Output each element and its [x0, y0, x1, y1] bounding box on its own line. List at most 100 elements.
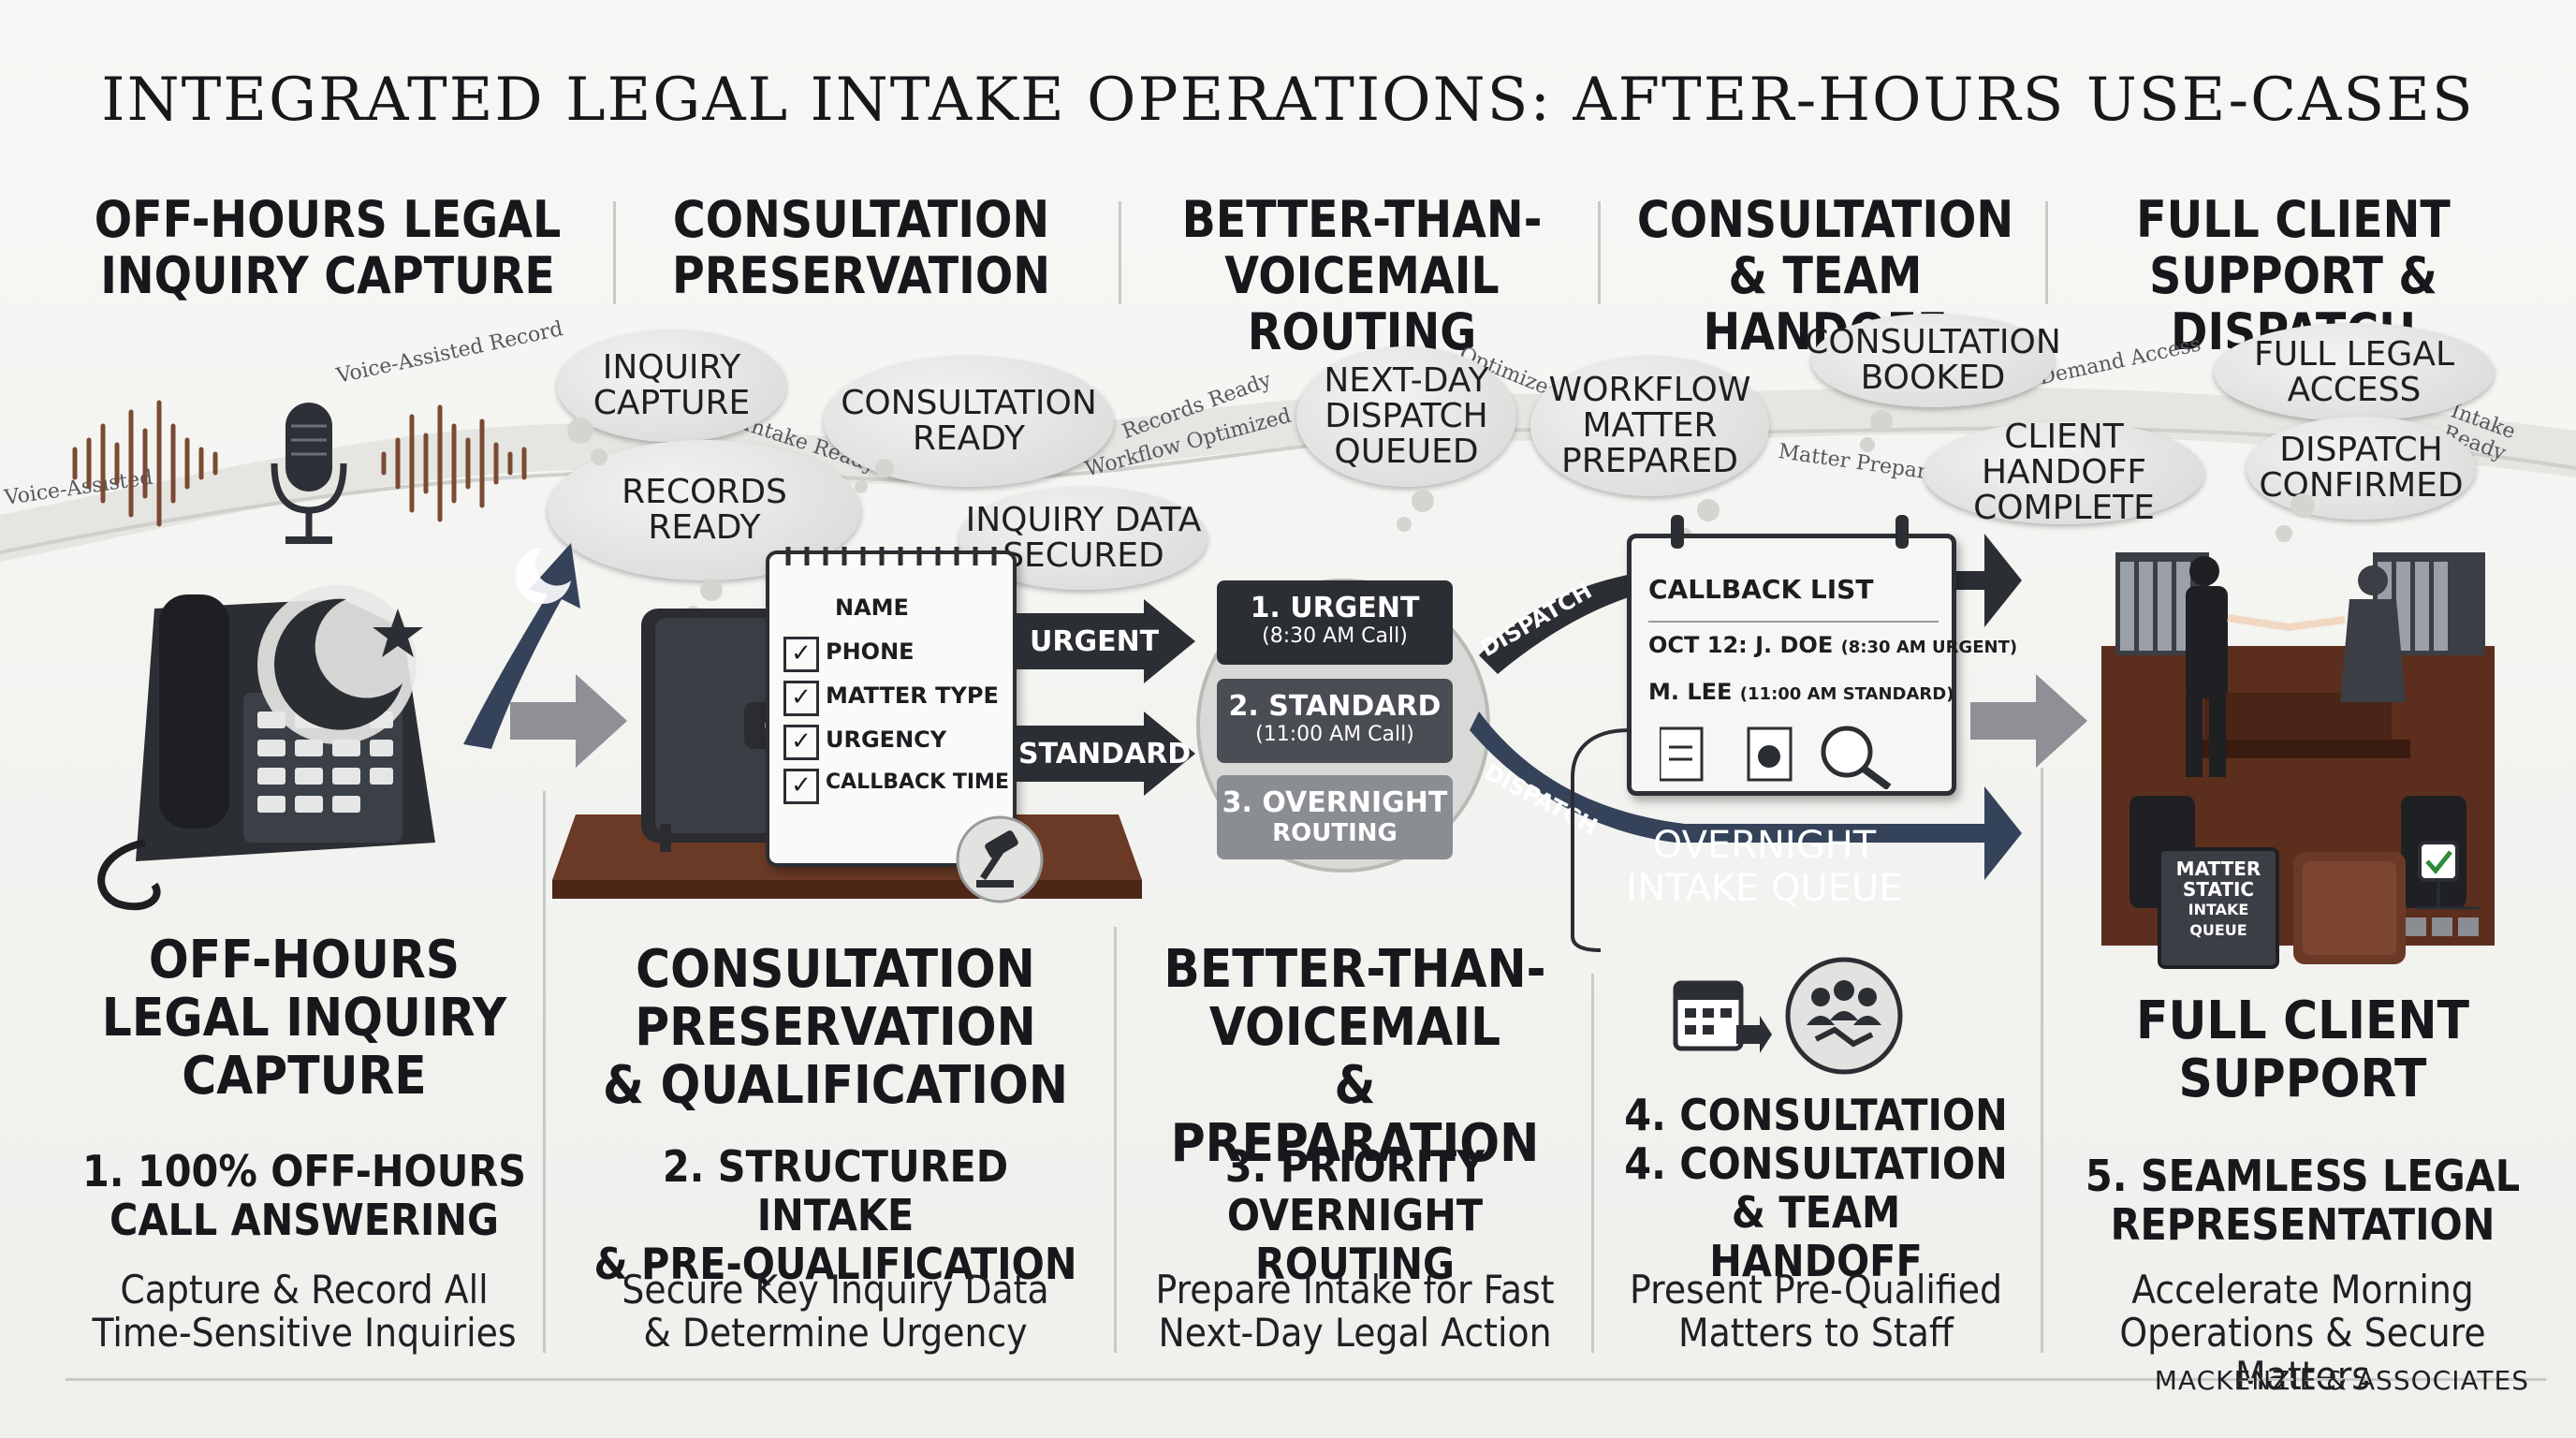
bubble-text: BOOKED: [1860, 359, 2006, 397]
briefcase-workflow-icon: [2293, 841, 2481, 964]
section-divider: [1114, 927, 1117, 1353]
desc-line: Operations & Secure Matters: [2119, 1310, 2486, 1399]
header-line: FULL CLIENT: [2136, 190, 2451, 249]
header-line: PRESERVATION: [671, 246, 1051, 305]
bottom-rule: [66, 1378, 2546, 1381]
section-2-description: Secure Key Inquiry Data & Determine Urge…: [589, 1269, 1082, 1355]
section-1-subtitle: 1. 100% OFF-HOURS CALL ANSWERING: [56, 1147, 553, 1244]
queue-line: OVERNIGHT: [1652, 824, 1877, 867]
checklist-item-urgency: URGENCY: [826, 726, 947, 753]
bubble-text: RECORDS: [622, 473, 787, 511]
bubble-text: CLIENT HANDOFF: [1981, 418, 2147, 492]
sub-line: 5. SEAMLESS LEGAL: [2085, 1151, 2521, 1201]
header-off-hours: OFF-HOURS LEGAL INQUIRY CAPTURE: [89, 192, 566, 304]
header-full-support: FULL CLIENT SUPPORT & DISPATCH: [2071, 192, 2515, 360]
checklist-item-name: NAME: [835, 594, 909, 621]
sub-line: REPRESENTATION: [2110, 1199, 2496, 1250]
bubble-text: CONFIRMED: [2259, 466, 2464, 505]
desc-line: Capture & Record All: [120, 1267, 489, 1313]
stack-item-urgent: 1. URGENT (8:30 AM Call): [1217, 580, 1453, 665]
section-1-description: Capture & Record All Time-Sensitive Inqu…: [48, 1269, 562, 1355]
desc-line: Next-Day Legal Action: [1158, 1310, 1552, 1356]
header-divider: [1598, 201, 1601, 304]
stack-sub: (8:30 AM Call): [1262, 624, 1408, 648]
bubble-text: SECURED: [1003, 536, 1164, 575]
sub-line: 4. CONSULTATION: [1624, 1138, 2008, 1189]
desc-line: Present Pre-Qualified: [1630, 1267, 2002, 1313]
header-consultation: CONSULTATION PRESERVATION: [647, 192, 1076, 304]
section-divider: [543, 791, 546, 1353]
matter-book-icon: MATTER STATIC INTAKE QUEUE: [2158, 847, 2279, 969]
gavel-icon: [956, 815, 1044, 903]
section-divider: [2041, 768, 2043, 1353]
bubble-text: CONSULTATION: [1805, 323, 2061, 361]
checkbox-icon: ✓: [783, 725, 819, 760]
bubble-text: READY: [648, 508, 761, 547]
desc-line: Secure Key Inquiry Data: [622, 1267, 1049, 1313]
bubble-text: ACCESS: [2287, 370, 2422, 409]
section-3-subtitle: 3. PRIORITY OVERNIGHT ROUTING: [1147, 1142, 1564, 1288]
spiral-binding: [785, 547, 997, 565]
title-line: VOICEMAIL: [1208, 997, 1501, 1058]
flow-arrow-icon: [510, 674, 627, 768]
stack-item-overnight: 3. OVERNIGHT ROUTING: [1217, 775, 1453, 859]
standard-arrow-shape: [1013, 712, 1195, 796]
callback-title: CALLBACK LIST: [1648, 574, 1874, 605]
title-line: & QUALIFICATION: [602, 1055, 1068, 1116]
stack-label: 2. STANDARD: [1228, 690, 1442, 723]
bubble-text: MATTER: [1582, 406, 1718, 445]
team-handshake-icon: [1785, 957, 1903, 1075]
desc-line: Prepare Intake for Fast: [1155, 1267, 1555, 1313]
stack-label: 3. OVERNIGHT: [1222, 786, 1448, 819]
section-divider: [1591, 974, 1594, 1353]
callback-row-detail: (8:30 AM URGENT): [1840, 638, 2018, 657]
book-text: INTAKE QUEUE: [2188, 901, 2249, 939]
section-2-title: CONSULTATION PRESERVATION & QUALIFICATIO…: [589, 941, 1082, 1115]
section-5-description: Accelerate Morning Operations & Secure M…: [2075, 1269, 2530, 1398]
header-divider: [1119, 201, 1121, 304]
stack-item-standard: 2. STANDARD (11:00 AM Call): [1217, 679, 1453, 763]
title-line: CAPTURE: [182, 1046, 427, 1107]
desc-line: Time-Sensitive Inquiries: [92, 1310, 517, 1356]
callback-row-2: M. LEE (11:00 AM STANDARD): [1648, 679, 1954, 705]
bubble-text: CAPTURE: [593, 384, 751, 422]
urgent-arrow-label: URGENT: [1030, 625, 1160, 658]
stack-sub: (11:00 AM Call): [1255, 723, 1414, 746]
bubble-text: DISPATCH: [2279, 431, 2443, 469]
overnight-queue-label: OVERNIGHT INTAKE QUEUE: [1624, 824, 1905, 910]
callback-row-name: M. LEE: [1648, 679, 1733, 705]
sub-line: 4. CONSULTATION: [1624, 1090, 2008, 1140]
sound-wave-icon: [72, 400, 527, 527]
moon-star-icon: [257, 585, 423, 744]
checklist-item-callback-time: CALLBACK TIME: [826, 770, 1009, 794]
desc-line: Matters to Staff: [1678, 1310, 1954, 1356]
section-2-subtitle: 2. STRUCTURED INTAKE & PRE-QUALIFICATION: [589, 1142, 1082, 1288]
rising-arrow-icon: [463, 543, 580, 749]
book-text: STATIC: [2182, 878, 2255, 901]
bubble-text: INQUIRY DATA: [965, 501, 1202, 539]
sub-line: & TEAM HANDOFF: [1709, 1187, 1923, 1286]
stack-label: 1. URGENT: [1250, 592, 1420, 624]
title-line: & PREPARATION: [1170, 1055, 1540, 1174]
title-line: PRESERVATION: [635, 997, 1036, 1058]
title-line: LEGAL INQUIRY: [101, 988, 507, 1049]
section-3-description: Prepare Intake for Fast Next-Day Legal A…: [1147, 1269, 1564, 1355]
callback-icons: [1660, 726, 1892, 789]
sub-line: OVERNIGHT ROUTING: [1226, 1190, 1484, 1289]
sub-line: CALL ANSWERING: [110, 1195, 499, 1245]
dispatch-arrows: [1470, 534, 2022, 880]
stack-sub: ROUTING: [1272, 819, 1398, 847]
bubble-text: FULL LEGAL: [2254, 334, 2454, 374]
standard-arrow-label: STANDARD: [1018, 738, 1192, 770]
section-1-title: OFF-HOURS LEGAL INQUIRY CAPTURE: [65, 932, 545, 1106]
header-line: INQUIRY CAPTURE: [100, 246, 555, 305]
section-5-subtitle: 5. SEAMLESS LEGAL REPRESENTATION: [2075, 1152, 2530, 1249]
